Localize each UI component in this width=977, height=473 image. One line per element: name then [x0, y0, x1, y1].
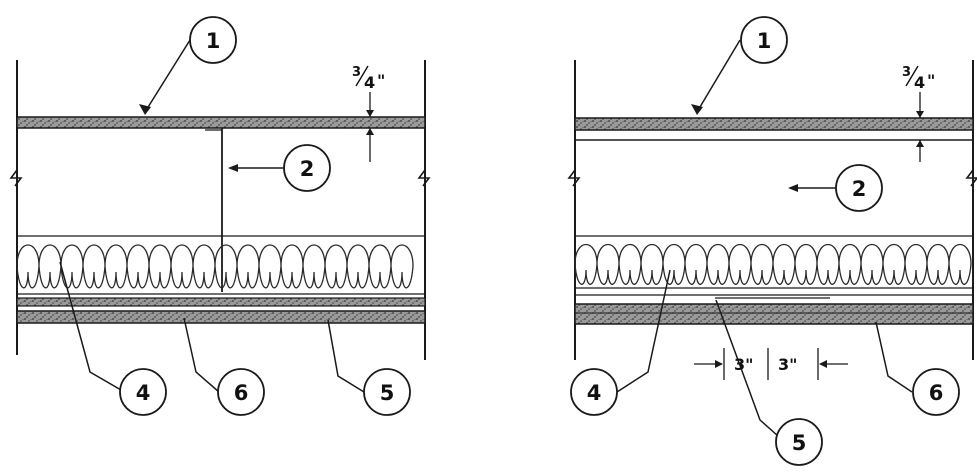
break-mark-left — [9, 169, 23, 187]
callout-label-2: 2 — [852, 177, 867, 201]
left-detail-labels: 1 2 4 6 5 3 4 " — [136, 29, 395, 405]
callout-label-1: 1 — [206, 29, 221, 53]
break-mark-left — [567, 169, 581, 187]
callout-circle — [217, 368, 265, 416]
left-detail — [9, 16, 431, 416]
right-detail — [567, 16, 977, 466]
break-mark-right — [417, 169, 431, 187]
dimension-unit: " — [927, 71, 935, 90]
callout-circle — [570, 368, 618, 416]
callout-circle — [835, 164, 883, 212]
strip-layer — [16, 297, 426, 307]
break-mark-right — [965, 169, 977, 187]
callout-circle — [363, 368, 411, 416]
top-board-layer — [574, 117, 974, 131]
callout-circle — [189, 16, 237, 64]
dimension-unit: " — [377, 71, 385, 90]
callout-label-4: 4 — [136, 381, 151, 405]
callout-circle — [119, 368, 167, 416]
callout-circle — [740, 16, 788, 64]
insulation-layer — [16, 244, 414, 289]
callout-label-2: 2 — [300, 157, 315, 181]
dimension-numerator: 3 — [352, 65, 361, 80]
callout-label-5: 5 — [792, 431, 807, 455]
insulation-layer — [574, 244, 972, 285]
right-detail-labels: 1 2 4 5 6 3 4 " 3" 3" — [587, 29, 944, 455]
top-board-layer — [16, 116, 426, 129]
dimension-denominator: 4 — [364, 73, 375, 92]
callout-circle — [283, 144, 331, 192]
spacing-dim-left: 3" — [734, 355, 753, 374]
dimension-denominator: 4 — [914, 73, 925, 92]
dimension-numerator: 3 — [902, 65, 911, 80]
callout-circle — [912, 368, 960, 416]
callout-label-4: 4 — [587, 381, 602, 405]
bottom-board-layer — [574, 303, 974, 325]
spacing-dim-right: 3" — [778, 355, 797, 374]
callout-label-6: 6 — [234, 381, 249, 405]
callout-label-1: 1 — [757, 29, 772, 53]
callout-label-6: 6 — [929, 381, 944, 405]
callout-label-5: 5 — [380, 381, 395, 405]
callout-circle — [775, 418, 823, 466]
bottom-board-layer — [16, 310, 426, 324]
